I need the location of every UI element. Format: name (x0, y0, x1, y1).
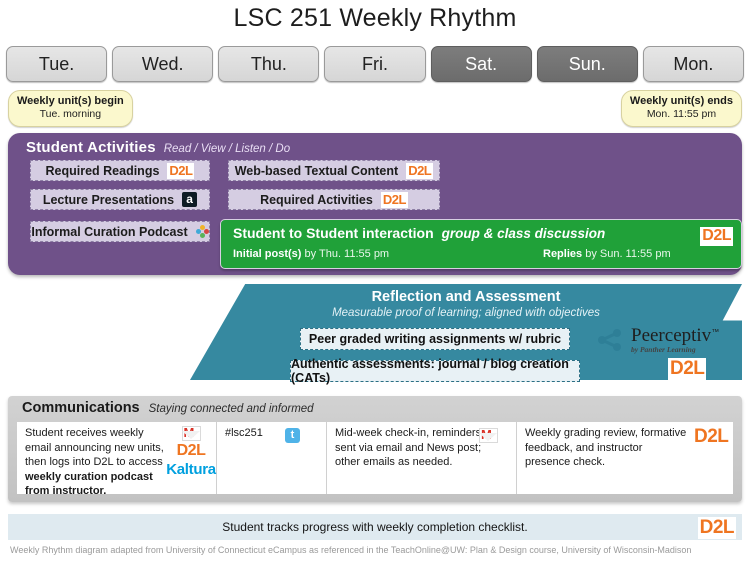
reflection-authentic-assessments[interactable]: Authentic assessments: journal / blog cr… (290, 357, 580, 385)
communications-column-1-text: Student receives weekly email announcing… (25, 426, 165, 499)
activity-web-based-textual-content[interactable]: Web-based Textual Content D2L (228, 160, 440, 181)
discussion-subtitle: group & class discussion (441, 226, 606, 241)
page-title: LSC 251 Weekly Rhythm (233, 4, 517, 32)
activity-label: Web-based Textual Content (234, 163, 399, 178)
peerceptiv-byline: by Panther Learning (631, 345, 696, 354)
day-tab-sun[interactable]: Sun. (536, 46, 638, 82)
amazon-a-icon: a (182, 192, 198, 207)
peerceptiv-logo: Peerceptiv™ by Panther Learning (595, 326, 719, 354)
communications-column-midweek: Mid-week check-in, reminders sent via em… (327, 422, 517, 494)
communications-header: Communications Staying connected and inf… (22, 400, 314, 416)
callout-end-title: Weekly unit(s) ends (629, 95, 733, 107)
reflection-peer-graded-writing[interactable]: Peer graded writing assignments w/ rubri… (300, 328, 570, 350)
discussion-title: Student to Student interaction (233, 225, 434, 241)
twitter-icon: t (285, 428, 300, 443)
student-activities-header: Student Activities Read / View / Listen … (26, 139, 290, 156)
discussion-initial-time: by Thu. 11:55 pm (301, 248, 390, 260)
discussion-title-row: Student to Student interaction group & c… (233, 225, 605, 241)
footer-attribution: Weekly Rhythm diagram adapted from Unive… (10, 545, 692, 555)
gmail-icon: M (479, 428, 498, 443)
communications-panel: Communications Staying connected and inf… (8, 396, 742, 502)
d2l-logo-icon: D2L (380, 191, 408, 208)
podcast-dots-icon (195, 225, 209, 238)
day-tab-tue[interactable]: Tue. (6, 46, 108, 82)
reflection-assessment-panel: Reflection and Assessment Measurable pro… (190, 284, 742, 385)
discussion-initial-post-due: Initial post(s) by Thu. 11:55 pm (233, 248, 389, 260)
peerceptiv-text: Peerceptiv™ by Panther Learning (631, 326, 719, 354)
checklist-text: Student tracks progress with weekly comp… (222, 520, 528, 534)
activity-label: Required Readings (45, 163, 160, 178)
comm-1-part-a: Student receives weekly email announcing… (25, 427, 164, 468)
communications-column-twitter: #lsc251 t (217, 422, 327, 494)
day-tab-mon[interactable]: Mon. (642, 46, 744, 82)
activity-lecture-presentations[interactable]: Lecture Presentations a (30, 189, 210, 210)
communications-subtitle: Staying connected and informed (148, 403, 314, 415)
d2l-logo-icon: D2L (697, 517, 736, 539)
checklist-bar: Student tracks progress with weekly comp… (8, 514, 742, 540)
d2l-logo-icon: D2L (167, 162, 195, 179)
peerceptiv-name: Peerceptiv (631, 325, 712, 346)
d2l-logo-icon: D2L (406, 162, 434, 179)
activity-required-activities[interactable]: Required Activities D2L (228, 189, 440, 210)
callout-week-end: Weekly unit(s) ends Mon. 11:55 pm (620, 90, 742, 127)
peerceptiv-tm: ™ (711, 327, 720, 337)
comm-1-part-b: weekly curation podcast (25, 470, 153, 483)
communications-column-grading: Weekly grading review, formative feedbac… (517, 422, 733, 494)
communications-column-4-text: Weekly grading review, formative feedbac… (525, 427, 687, 468)
callout-end-sub: Mon. 11:55 pm (646, 108, 717, 120)
comm-1-part-c: from instructor. (25, 485, 107, 497)
d2l-logo-icon: D2L (692, 426, 731, 448)
callout-begin-title: Weekly unit(s) begin (17, 95, 124, 107)
discussion-replies-due: Replies by Sun. 11:55 pm (543, 248, 671, 260)
day-tab-thu[interactable]: Thu. (218, 46, 320, 82)
day-strip: Tue. Wed. Thu. Fri. Sat. Sun. Mon. (6, 46, 744, 82)
kaltura-logo: Kaltura (166, 461, 216, 478)
day-tab-sat[interactable]: Sat. (430, 46, 532, 82)
communications-title: Communications (22, 400, 140, 416)
callout-week-begin: Weekly unit(s) begin Tue. morning (8, 90, 133, 127)
communications-column-email-units: Student receives weekly email announcing… (17, 422, 217, 497)
d2l-logo-icon: D2L (174, 442, 208, 461)
student-activities-subtitle: Read / View / Listen / Do (163, 143, 291, 155)
callout-begin-sub: Tue. morning (39, 108, 102, 120)
communications-column-3-text: Mid-week check-in, reminders sent via em… (335, 427, 482, 468)
discussion-replies-time: by Sun. 11:55 pm (582, 248, 671, 260)
day-tab-wed[interactable]: Wed. (112, 46, 214, 82)
activity-informal-curation-podcast[interactable]: Informal Curation Podcast (30, 221, 210, 242)
day-tab-fri[interactable]: Fri. (324, 46, 426, 82)
gmail-icon: M (181, 426, 201, 441)
communications-column-2-text: #lsc251 (225, 427, 263, 439)
d2l-logo-icon: D2L (668, 358, 707, 380)
discussion-initial-label: Initial post(s) (233, 248, 302, 260)
peerceptiv-molecule-icon (598, 328, 621, 351)
discussion-replies-label: Replies (543, 248, 583, 260)
communications-column-1-icons: M D2L Kaltura (165, 426, 217, 477)
student-to-student-discussion-block[interactable]: Student to Student interaction group & c… (220, 219, 742, 269)
reflection-title: Reflection and Assessment (371, 289, 561, 305)
communications-body: Student receives weekly email announcing… (17, 422, 733, 497)
activity-label: Informal Curation Podcast (31, 224, 188, 239)
reflection-subtitle: Measurable proof of learning; aligned wi… (332, 307, 600, 319)
d2l-logo-icon: D2L (700, 227, 733, 246)
activity-required-readings[interactable]: Required Readings D2L (30, 160, 210, 181)
activity-label: Required Activities (260, 192, 373, 207)
student-activities-title: Student Activities (26, 139, 156, 156)
activity-label: Lecture Presentations (42, 192, 175, 207)
